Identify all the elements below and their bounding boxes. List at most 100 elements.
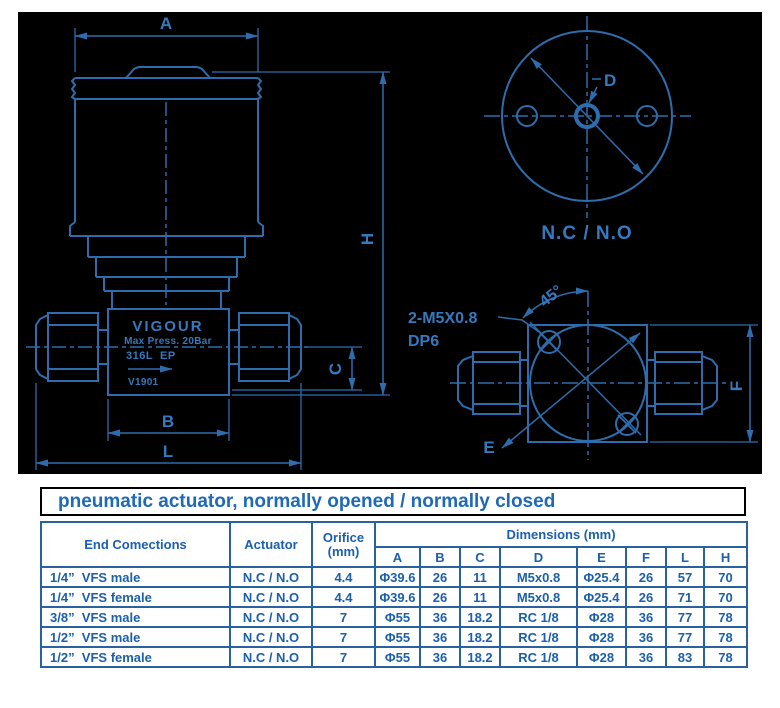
technical-drawing: A H C B L VIGOUR Max Press. 20Bar 316L E… <box>18 12 762 474</box>
cell-orifice: 7 <box>311 606 376 628</box>
cell-dim-c: 11 <box>459 566 501 588</box>
table-row: 1/2” VFS male N.C / N.O 7 Φ55 36 18.2 RC… <box>40 626 749 648</box>
cell-dim-l: 71 <box>665 586 705 608</box>
knurl-right-edge <box>256 77 263 100</box>
cell-dim-d: RC 1/8 <box>499 606 578 628</box>
col-header-dimensions: Dimensions (mm) <box>373 521 749 548</box>
cell-dim-l: 83 <box>665 646 705 668</box>
dim-label-a: A <box>160 14 172 33</box>
angle-45-arc <box>522 287 589 319</box>
cell-dim-b: 36 <box>419 646 461 668</box>
cell-dim-d: M5x0.8 <box>499 586 578 608</box>
cell-dim-f: 36 <box>625 626 667 648</box>
cell-dim-a: Φ55 <box>374 626 421 648</box>
col-header-dim-f: F <box>625 546 667 568</box>
bv-left-cap <box>457 354 474 412</box>
table-title-bar: pneumatic actuator, normally opened / no… <box>40 487 746 516</box>
cell-end-connection: 1/2” VFS male <box>40 626 231 648</box>
side-view <box>26 28 390 470</box>
orifice-label: Orifice <box>322 529 365 545</box>
valve-model-marking: V1901 <box>128 377 159 388</box>
dim-label-b: B <box>162 412 174 431</box>
dim-label-h: H <box>358 233 377 245</box>
cell-dim-h: 78 <box>702 626 749 648</box>
cell-orifice: 4.4 <box>311 586 376 608</box>
table-row: 1/2” VFS female N.C / N.O 7 Φ55 36 18.2 … <box>40 646 749 668</box>
col-header-orifice: Orifice (mm) <box>311 521 376 568</box>
cell-dim-e: Φ28 <box>576 626 627 648</box>
top-view <box>484 16 691 218</box>
dim-e-line <box>501 332 641 449</box>
dim-h-extension-lines <box>212 71 390 396</box>
col-header-dim-h: H <box>702 546 749 568</box>
table-row: 3/8” VFS male N.C / N.O 7 Φ55 36 18.2 RC… <box>40 606 749 628</box>
cell-end-connection: 1/4” VFS female <box>40 586 231 608</box>
col-header-dim-a: A <box>374 546 421 568</box>
cell-actuator: N.C / N.O <box>229 606 313 628</box>
actuator-dome <box>125 66 211 79</box>
cell-dim-c: 18.2 <box>459 646 501 668</box>
cell-dim-c: 11 <box>459 586 501 608</box>
cell-dim-l: 77 <box>665 626 705 648</box>
dim-d-leader <box>588 86 598 104</box>
cell-end-connection: 1/2” VFS female <box>40 646 231 668</box>
col-header-dim-b: B <box>419 546 461 568</box>
cell-dim-d: RC 1/8 <box>499 626 578 648</box>
cell-dim-a: Φ55 <box>374 606 421 628</box>
cell-end-connection: 3/8” VFS male <box>40 606 231 628</box>
dim-label-f: F <box>727 381 746 391</box>
cell-dim-l: 57 <box>665 566 705 588</box>
cell-dim-h: 70 <box>702 566 749 588</box>
spec-sheet: pneumatic actuator, normally opened / no… <box>40 487 749 668</box>
right-fitting-cap <box>288 313 302 381</box>
neck-step-1 <box>87 236 246 258</box>
cell-dim-b: 26 <box>419 586 461 608</box>
header-row-2: A B C D E F L H <box>41 546 749 568</box>
cell-dim-d: RC 1/8 <box>499 646 578 668</box>
bv-right-facets <box>655 361 702 405</box>
bottom-view <box>450 287 758 460</box>
thread-depth-label: DP6 <box>408 333 439 350</box>
valve-brand-marking: VIGOUR <box>132 318 203 335</box>
cell-dim-a: Φ39.6 <box>374 586 421 608</box>
table-row: 1/4” VFS female N.C / N.O 4.4 Φ39.6 26 1… <box>40 586 749 608</box>
table-row: 1/4” VFS male N.C / N.O 4.4 Φ39.6 26 11 … <box>40 566 749 588</box>
cell-dim-e: Φ28 <box>576 606 627 628</box>
table-title: pneumatic actuator, normally opened / no… <box>58 490 556 512</box>
col-header-dim-e: E <box>576 546 627 568</box>
knurl-band <box>75 77 258 100</box>
col-header-actuator: Actuator <box>229 521 313 568</box>
knurl-left-edge <box>70 77 77 100</box>
bv-left-facets <box>473 361 520 405</box>
cell-dim-b: 36 <box>419 606 461 628</box>
dim-label-l: L <box>163 442 173 461</box>
cell-dim-f: 26 <box>625 586 667 608</box>
drawing-background <box>18 12 762 474</box>
col-header-dim-d: D <box>499 546 578 568</box>
dim-l-extension-lines <box>35 383 302 470</box>
cell-end-connection: 1/4” VFS male <box>40 566 231 588</box>
cell-actuator: N.C / N.O <box>229 566 313 588</box>
col-header-dim-c: C <box>459 546 501 568</box>
orifice-unit: (mm) <box>327 543 360 559</box>
cell-dim-h: 78 <box>702 606 749 628</box>
valve-pressure-marking: Max Press. 20Bar <box>124 336 212 347</box>
cell-dim-b: 26 <box>419 566 461 588</box>
cell-dim-a: Φ55 <box>374 646 421 668</box>
dim-label-d: D <box>604 71 616 90</box>
cell-dim-l: 77 <box>665 606 705 628</box>
dim-f-extension-lines <box>650 324 758 443</box>
spec-table: End Comections Actuator Orifice (mm) Dim… <box>40 521 749 668</box>
right-fitting-facets <box>239 324 289 370</box>
bolt-circle-diagonal <box>530 57 644 175</box>
valve-material-marking: 316L EP <box>126 350 176 362</box>
cell-dim-a: Φ39.6 <box>374 566 421 588</box>
thread-callout-label: 2-M5X0.8 <box>408 310 477 327</box>
cell-dim-f: 36 <box>625 646 667 668</box>
left-fitting-cap <box>35 313 49 381</box>
cell-actuator: N.C / N.O <box>229 586 313 608</box>
dim-label-c: C <box>326 363 345 375</box>
header-row-1: End Comections Actuator Orifice (mm) Dim… <box>40 521 749 568</box>
col-header-dim-l: L <box>665 546 705 568</box>
